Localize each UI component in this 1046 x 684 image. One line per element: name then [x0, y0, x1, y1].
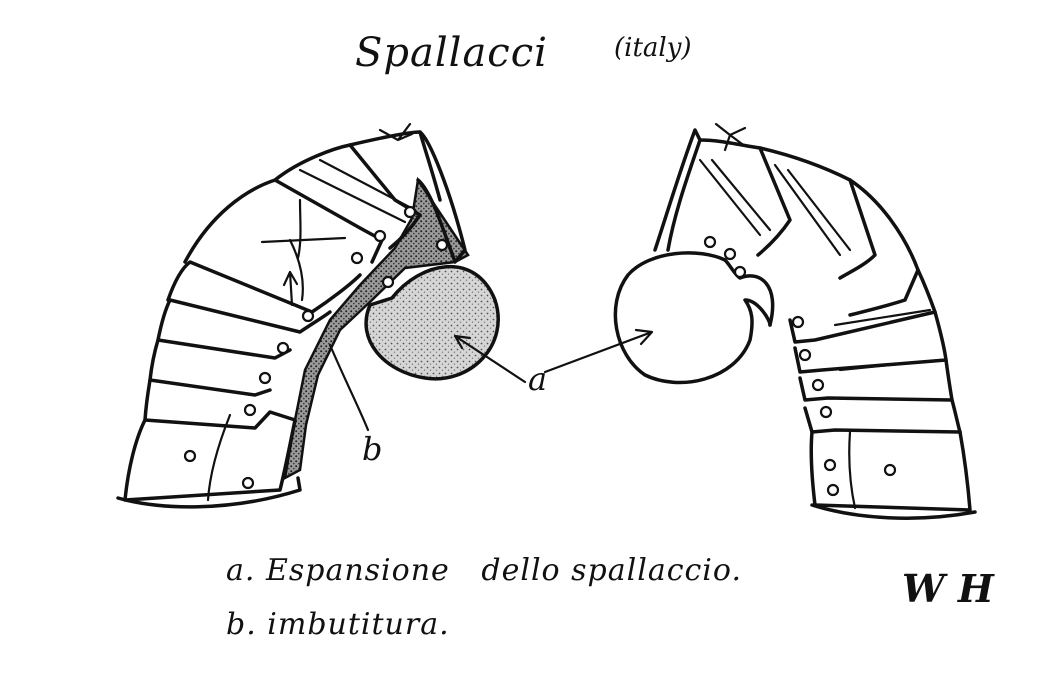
rivet	[798, 348, 812, 362]
left-spallaccio	[116, 122, 500, 509]
label-b-leader	[328, 343, 370, 432]
rivet	[381, 275, 395, 289]
label-a-arrow-left	[453, 334, 527, 384]
rivet	[435, 238, 449, 252]
rivet	[301, 309, 315, 323]
label-a-arrow-right	[543, 328, 654, 374]
left-arrow	[282, 270, 299, 307]
rivet	[819, 405, 833, 419]
left-top-lame	[348, 130, 467, 264]
rivet	[350, 251, 364, 265]
left-cuff	[123, 410, 297, 502]
rivet	[826, 483, 840, 497]
rivet	[183, 449, 197, 463]
right-lace	[714, 122, 747, 152]
rivet	[723, 247, 737, 261]
left-lace	[378, 122, 414, 142]
imbutitura-strip	[283, 176, 470, 481]
right-spallaccio	[543, 122, 977, 520]
label-b: b	[362, 430, 382, 468]
rivet	[733, 265, 747, 279]
artist-signature: W H	[902, 566, 995, 611]
rivet	[811, 378, 825, 392]
espansione-disc-left	[364, 264, 500, 381]
caption-b: b. imbutitura.	[226, 607, 450, 642]
right-cuff	[809, 430, 972, 512]
rivet	[823, 458, 837, 472]
espansione-disc-right	[613, 251, 772, 385]
rivet	[703, 235, 717, 249]
rivet	[241, 476, 255, 490]
rivet	[403, 205, 417, 219]
rivet	[791, 315, 805, 329]
diagram-subtitle: (italy)	[614, 33, 692, 63]
rivet	[883, 463, 897, 477]
rivet	[243, 403, 257, 417]
label-a: a	[528, 360, 547, 398]
rivet	[258, 371, 272, 385]
right-top-lame	[653, 128, 702, 252]
rivet	[276, 341, 290, 355]
diagram-title: Spallacci	[355, 30, 548, 76]
rivet	[373, 229, 387, 243]
caption-a: a. Espansione dello spallaccio.	[226, 553, 742, 588]
